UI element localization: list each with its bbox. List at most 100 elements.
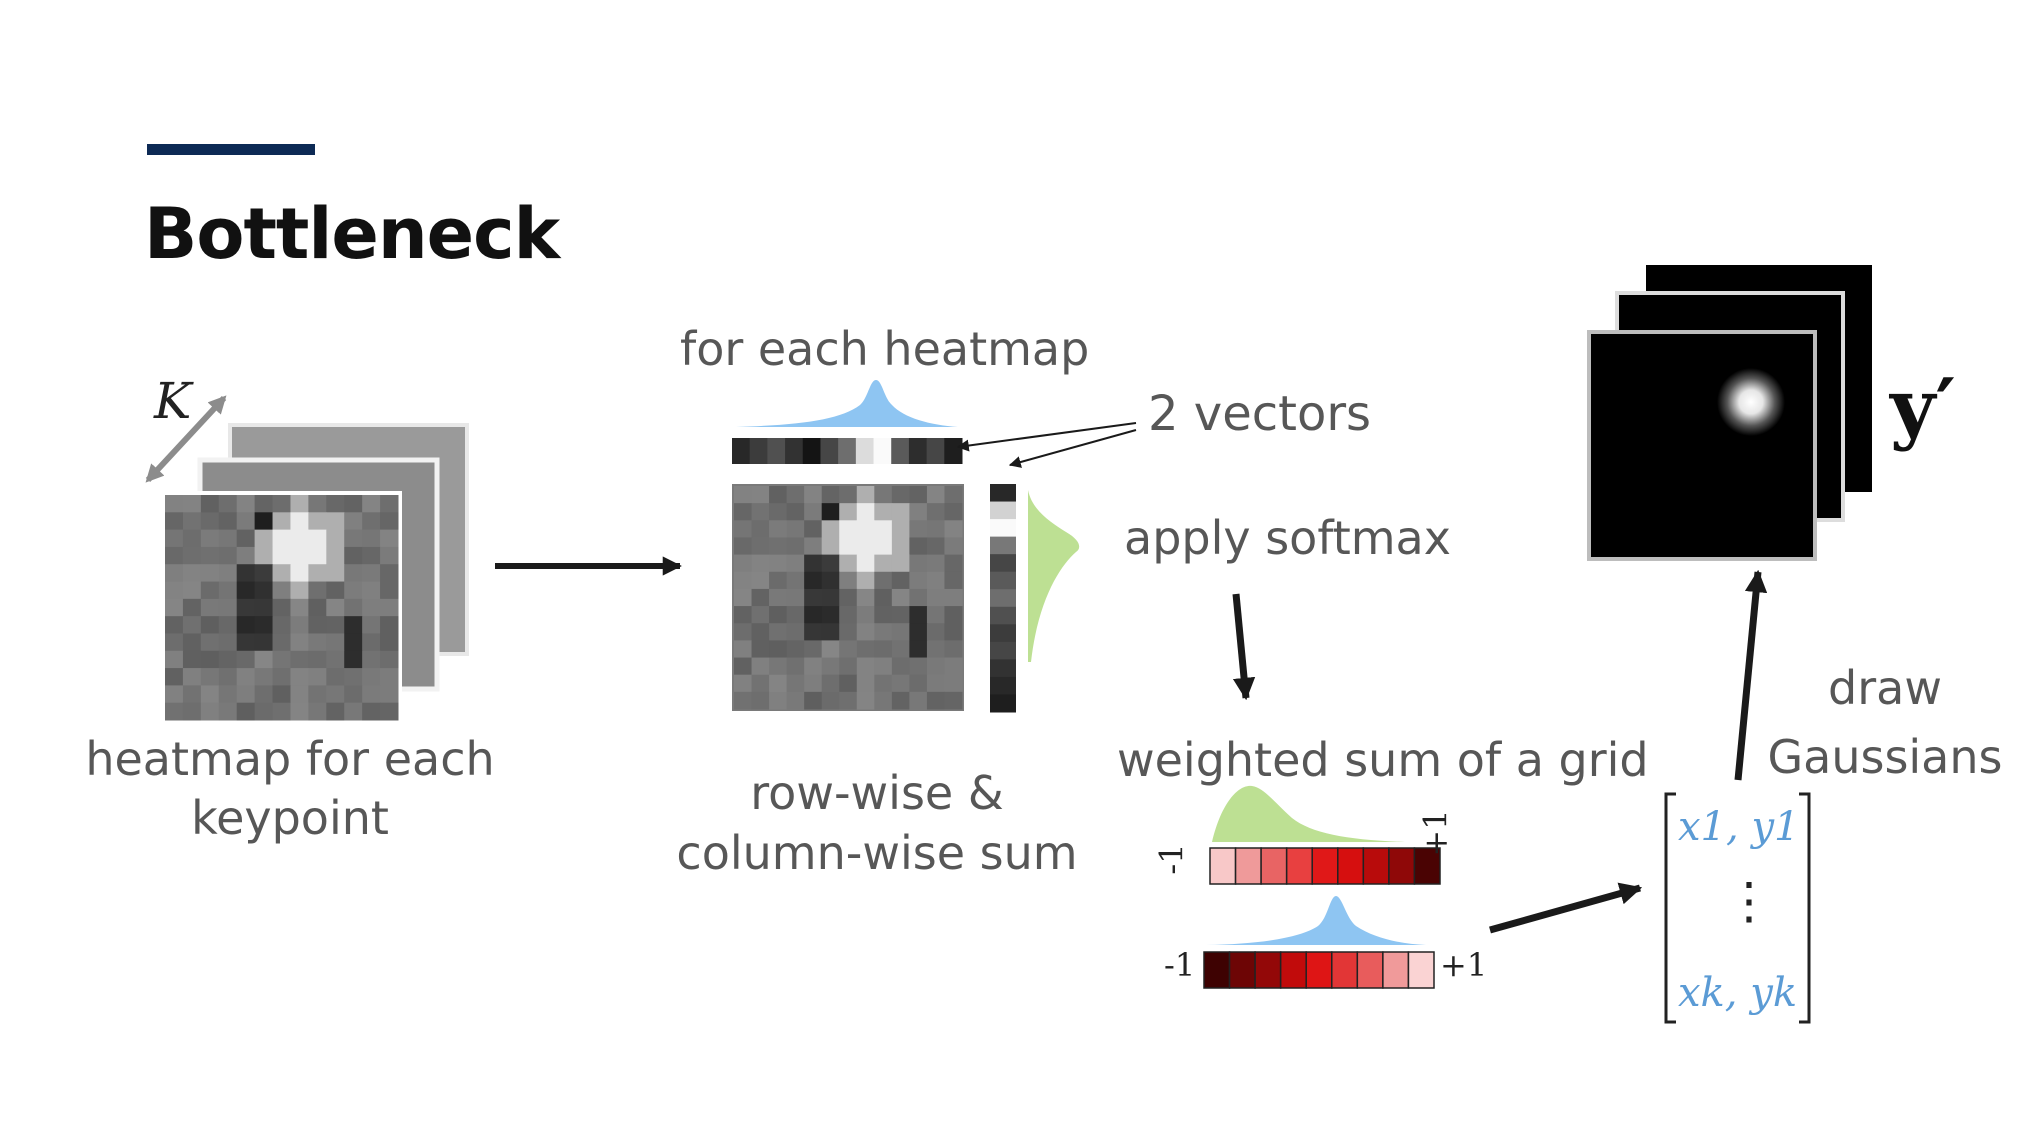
heatmap-pixel [856, 537, 875, 556]
heatmap-pixel [909, 554, 928, 573]
vector-cell [990, 606, 1016, 625]
heatmap-pixel [944, 674, 963, 693]
vector-cell [732, 438, 751, 464]
grid-cell [1356, 951, 1384, 989]
coord-row-first: x1, y1 [1678, 804, 1800, 850]
heatmap-pixel [804, 640, 823, 659]
heatmap-pixel [308, 564, 327, 583]
heatmap-pixel [182, 702, 202, 721]
tick-horizontal-right: +1 [1440, 946, 1488, 984]
heatmap-pixel [821, 640, 840, 659]
heatmap-pixel [751, 588, 770, 607]
heatmap-pixel [926, 691, 945, 710]
heatmap-pixel [821, 606, 840, 624]
heatmap-pixel [769, 640, 788, 659]
column-sum-vector [990, 484, 1016, 713]
heatmap-pixel [272, 512, 291, 531]
heatmap-pixel [856, 674, 875, 693]
heatmap-pixel [182, 495, 202, 513]
heatmap-pixel [874, 640, 893, 659]
heatmap-pixel [874, 520, 893, 538]
heatmap-pixel [236, 529, 256, 548]
heatmap-pixel [874, 691, 893, 710]
heatmap-pixel [200, 685, 220, 704]
heatmap-pixel [804, 606, 823, 624]
heatmap-pixel [944, 486, 963, 504]
vector-cell [820, 438, 839, 464]
label-for-each-heatmap: for each heatmap [680, 322, 1090, 376]
tick-vertical-bottom: +1 [1416, 809, 1455, 857]
heatmap-pixel [236, 616, 256, 634]
pointer-row-vector [956, 422, 1137, 452]
heatmap-pixel [236, 512, 256, 531]
heatmap-pixel [874, 623, 893, 641]
heatmap-pixel [218, 702, 238, 721]
vector-cell [990, 694, 1016, 713]
vector-cell [926, 438, 945, 464]
heatmap-pixel [218, 616, 238, 634]
coordinate-vector-brackets [1664, 792, 1811, 1024]
heatmap-pixel [290, 546, 309, 565]
row-sum-vector [732, 438, 963, 464]
heatmap-pixel [926, 606, 945, 624]
heatmap-pixel [821, 503, 840, 521]
heatmap-pixel [821, 554, 840, 573]
heatmap-pixel [874, 674, 893, 693]
heatmap-pixel [380, 633, 399, 652]
heatmap-pixel [944, 623, 963, 641]
heatmap-pixel [891, 554, 910, 573]
heatmap-pixel [326, 650, 345, 669]
heatmap-pixel [891, 503, 910, 521]
heatmap-pixel [909, 657, 928, 676]
heatmap-pixel [290, 564, 309, 583]
vector-cell [990, 624, 1016, 643]
arrow-to-coordinates [1489, 882, 1643, 934]
heatmap-pixel [909, 537, 928, 556]
heatmap-pixel [290, 581, 309, 600]
heatmap-pixel [165, 512, 184, 531]
heatmap-pixel [909, 520, 928, 538]
heatmap-pixel [200, 495, 220, 513]
heatmap-pixel [944, 537, 963, 556]
heatmap-pixel [856, 554, 875, 573]
heatmap-pixel [165, 495, 184, 513]
heatmap-pixel [380, 702, 399, 721]
heatmap-pixel [839, 674, 858, 693]
heatmap-pixel [272, 685, 291, 704]
heatmap-pixel [734, 674, 753, 693]
heatmap-pixel [769, 606, 788, 624]
heatmap-pixel [909, 674, 928, 693]
heatmap-pixel [891, 537, 910, 556]
heatmap-pixel [362, 616, 381, 634]
heatmap-layer-front [161, 491, 402, 724]
heatmap-pixel [236, 650, 256, 669]
heatmap-pixels [165, 495, 399, 721]
heatmap-pixel [804, 674, 823, 693]
heatmap-pixel [786, 657, 805, 676]
heatmap-pixel [308, 598, 327, 617]
label-heatmap-for-each-keypoint: heatmap for each keypoint [85, 732, 495, 845]
heatmap-pixel [891, 623, 910, 641]
heatmap-pixel [821, 537, 840, 556]
vector-cell [767, 438, 786, 464]
heatmap-pixel [254, 685, 274, 704]
vector-cell [990, 676, 1016, 695]
heatmap-pixel [308, 650, 327, 669]
heatmap-pixel [926, 520, 945, 538]
heatmap-pixel [856, 640, 875, 659]
heatmap-pixel [734, 537, 753, 556]
heatmap-pixel [839, 606, 858, 624]
heatmap-pixel [909, 691, 928, 710]
heatmap-pixel [821, 623, 840, 641]
heatmap-pixel [290, 650, 309, 669]
heatmap-pixel [165, 650, 184, 669]
heatmap-pixel [944, 691, 963, 710]
heatmap-pixel [308, 702, 327, 721]
grid-cell [1331, 951, 1359, 989]
heatmap-pixel [856, 503, 875, 521]
heatmap-pixel [254, 616, 274, 634]
heatmap-pixel [254, 633, 274, 652]
vector-cell [990, 571, 1016, 590]
gaussian-blob [1717, 368, 1785, 436]
heatmap-pixel [344, 598, 363, 617]
